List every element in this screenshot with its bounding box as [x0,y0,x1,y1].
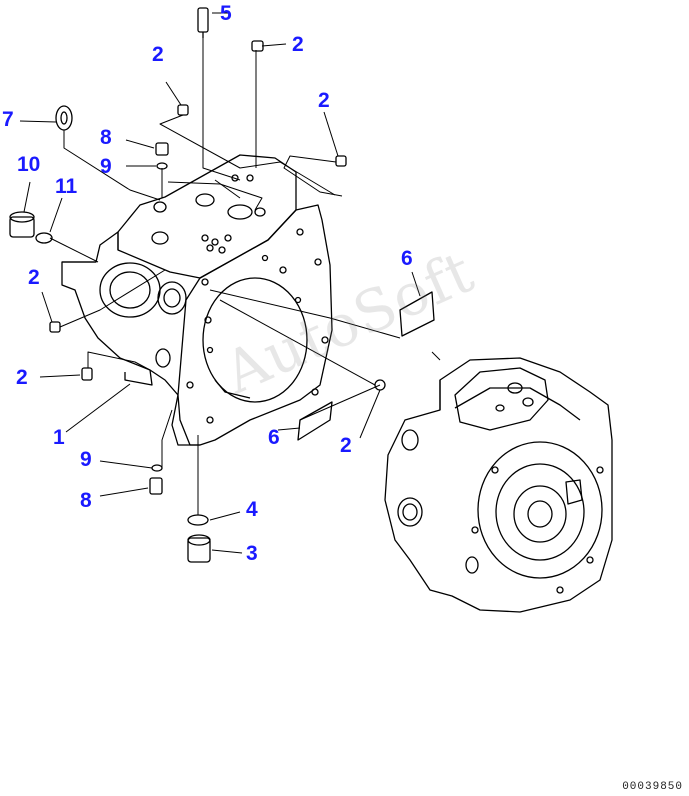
small-parts [9,7,435,563]
callout-4: 4 [246,498,258,521]
callout-2: 2 [28,266,40,289]
callout-8: 8 [100,126,112,149]
callout-8: 8 [80,489,92,512]
pump-assembly [384,357,613,613]
callout-10: 10 [17,153,41,176]
pump-case-exploded [61,154,333,446]
callout-2: 2 [16,366,28,389]
callout-1: 1 [53,426,65,449]
callout-7: 7 [2,108,14,131]
callout-3: 3 [246,542,258,565]
callout-2: 2 [318,89,330,112]
callout-2: 2 [152,43,164,66]
callout-2: 2 [292,33,304,56]
leader-lines [19,12,441,554]
callout-9: 9 [100,155,112,178]
callout-6: 6 [268,426,280,449]
callout-5: 5 [220,2,232,25]
callout-9: 9 [80,448,92,471]
callout-2: 2 [340,434,352,457]
document-number: 00039850 [622,781,683,793]
callout-11: 11 [55,175,78,198]
callout-6: 6 [401,247,413,270]
